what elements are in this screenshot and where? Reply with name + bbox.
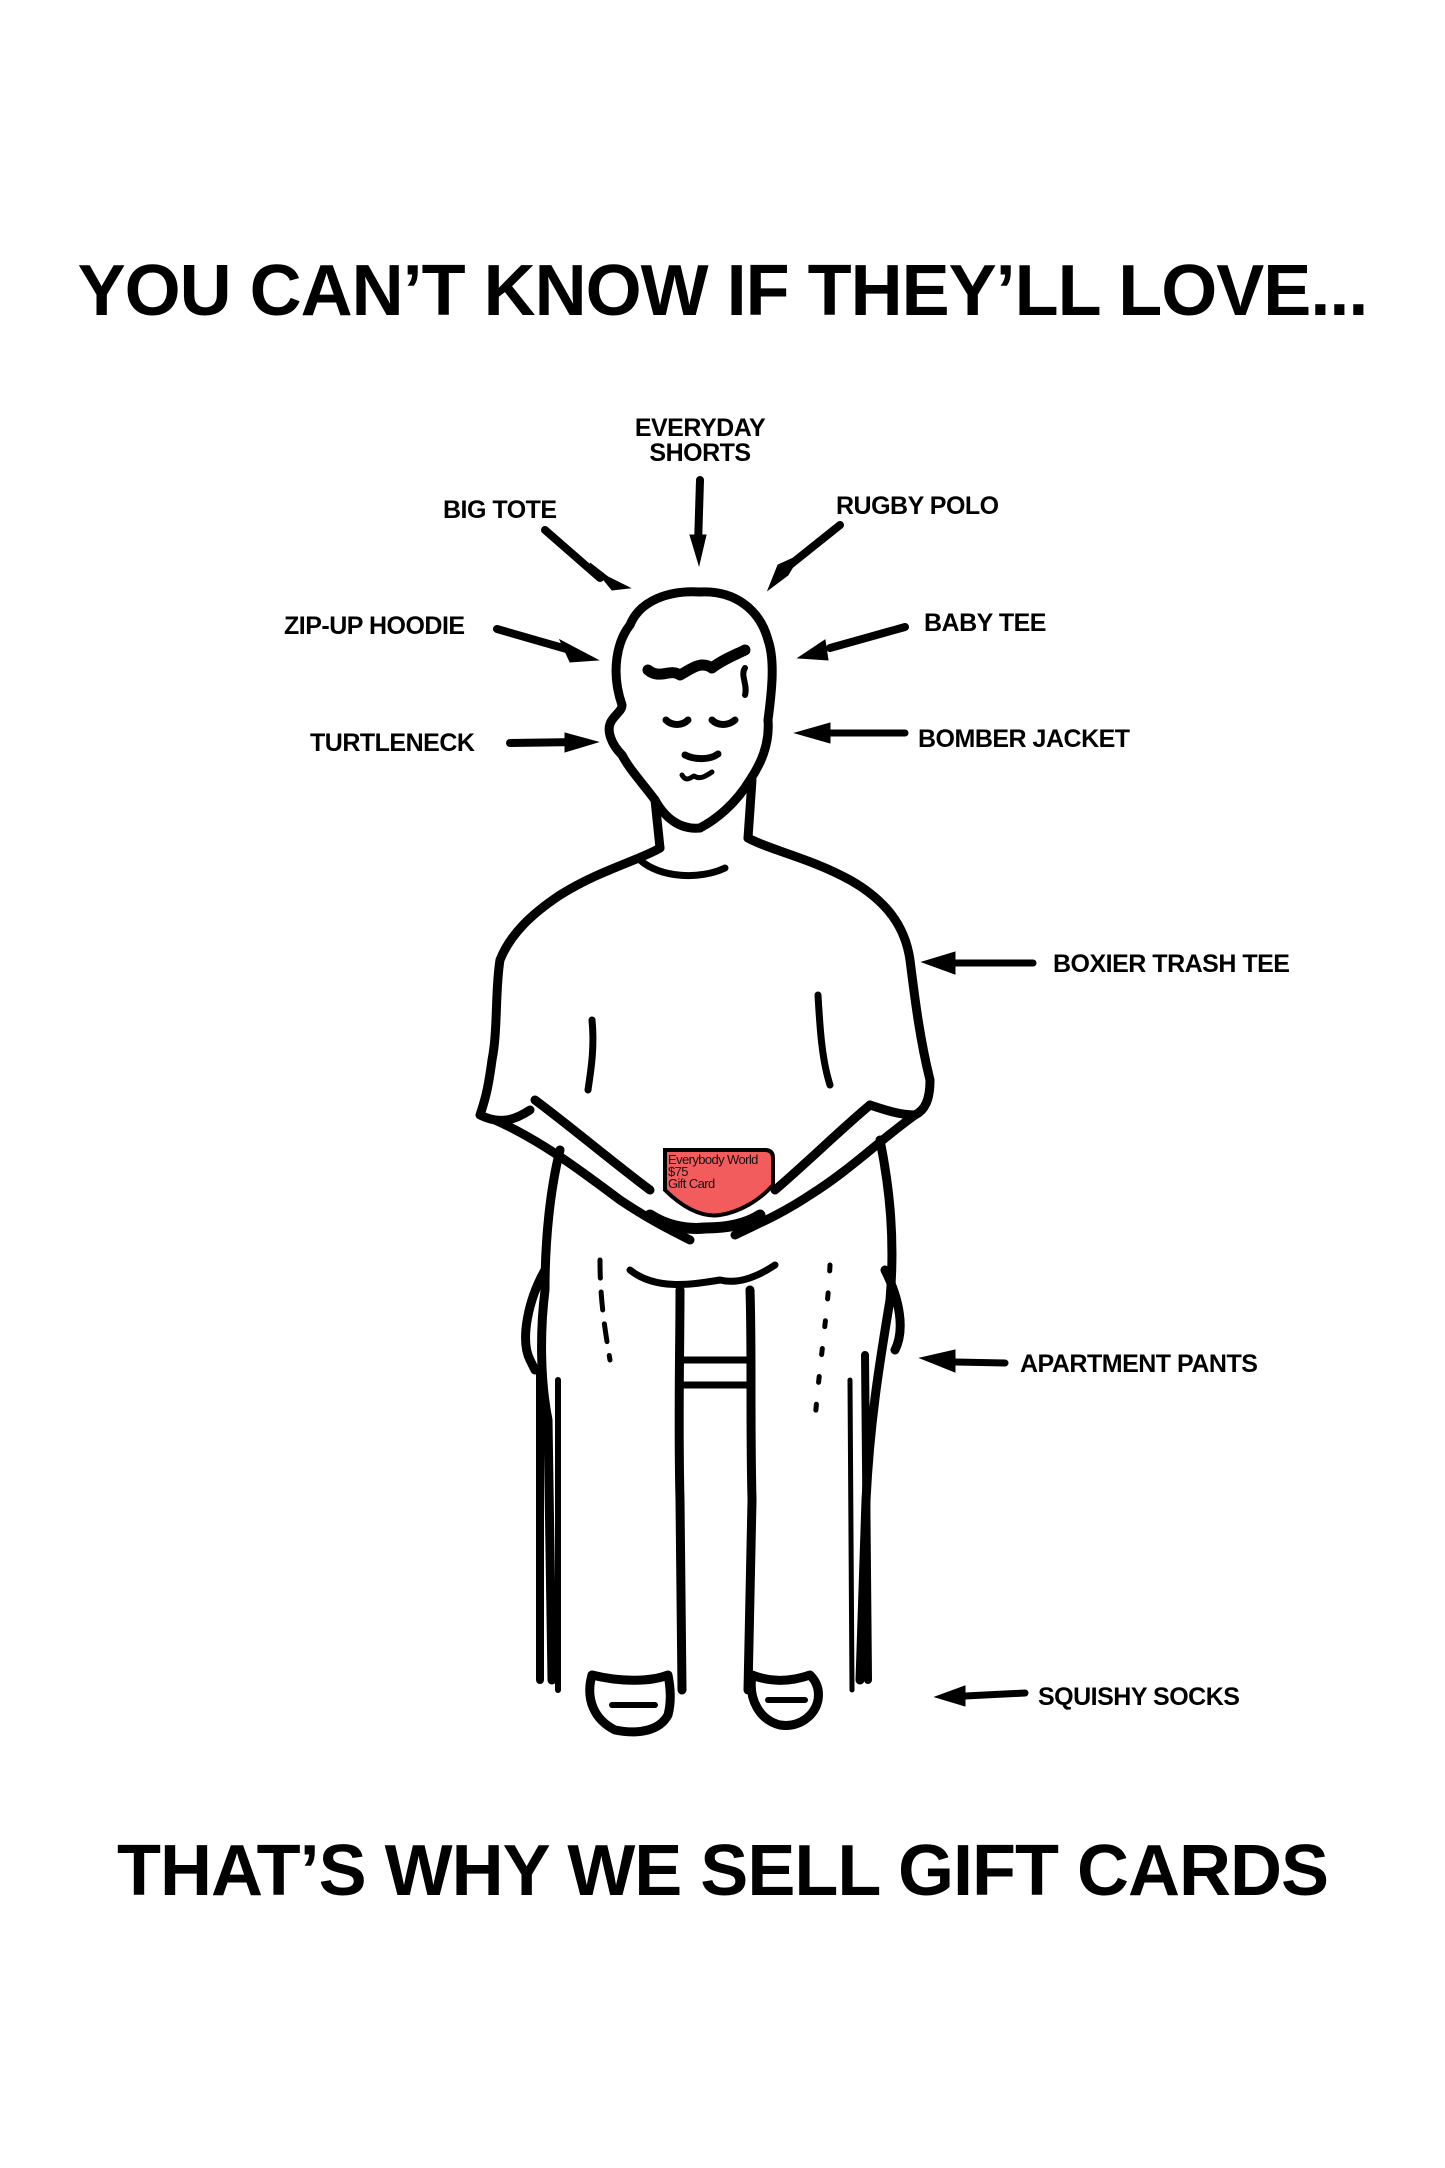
label-everyday-shorts-line2: SHORTS	[649, 439, 751, 467]
label-apartment-pants: APARTMENT PANTS	[1020, 1350, 1258, 1378]
arrow-icon	[493, 625, 600, 663]
label-turtleneck: TURTLENECK	[310, 729, 475, 757]
gift-card-amount: $75	[668, 1164, 688, 1179]
label-everyday-shorts-line1: EVERYDAY	[634, 414, 766, 442]
gift-card-brand: Everybody World	[668, 1152, 758, 1167]
label-bomber-jacket: BOMBER JACKET	[918, 725, 1130, 753]
arrow-icon	[793, 722, 909, 744]
arrow-icon	[689, 476, 707, 567]
gift-card	[663, 1148, 775, 1218]
label-baby-tee: BABY TEE	[924, 609, 1046, 637]
arrows	[493, 476, 1037, 1707]
arrow-icon	[506, 732, 600, 753]
shirt-drawing	[475, 833, 935, 1125]
arms-drawing	[490, 1095, 920, 1245]
label-big-tote: BIG TOTE	[443, 496, 557, 524]
label-boxier-trash-tee: BOXIER TRASH TEE	[1053, 950, 1290, 978]
label-zip-up-hoodie: ZIP-UP HOODIE	[284, 612, 465, 640]
arrow-icon	[796, 623, 909, 661]
arrow-icon	[933, 1685, 1029, 1707]
arrow-icon	[766, 521, 844, 592]
socks-drawing	[585, 1670, 823, 1737]
label-rugby-polo: RUGBY POLO	[836, 492, 999, 520]
arrow-icon	[918, 1349, 1009, 1373]
label-everyday-shorts: EVERYDAY SHORTS	[620, 416, 780, 466]
headline-top: YOU CAN’T KNOW IF THEY’LL LOVE...	[77, 251, 1369, 331]
label-squishy-socks: SQUISHY SOCKS	[1038, 1683, 1240, 1711]
gift-card-label: Gift Card	[668, 1176, 715, 1191]
chair-drawing	[521, 1265, 905, 1693]
arrow-icon	[541, 526, 632, 591]
headline-bottom: THAT’S WHY WE SELL GIFT CARDS	[117, 1831, 1329, 1911]
head-drawing	[604, 587, 777, 853]
arrow-icon	[920, 951, 1037, 975]
